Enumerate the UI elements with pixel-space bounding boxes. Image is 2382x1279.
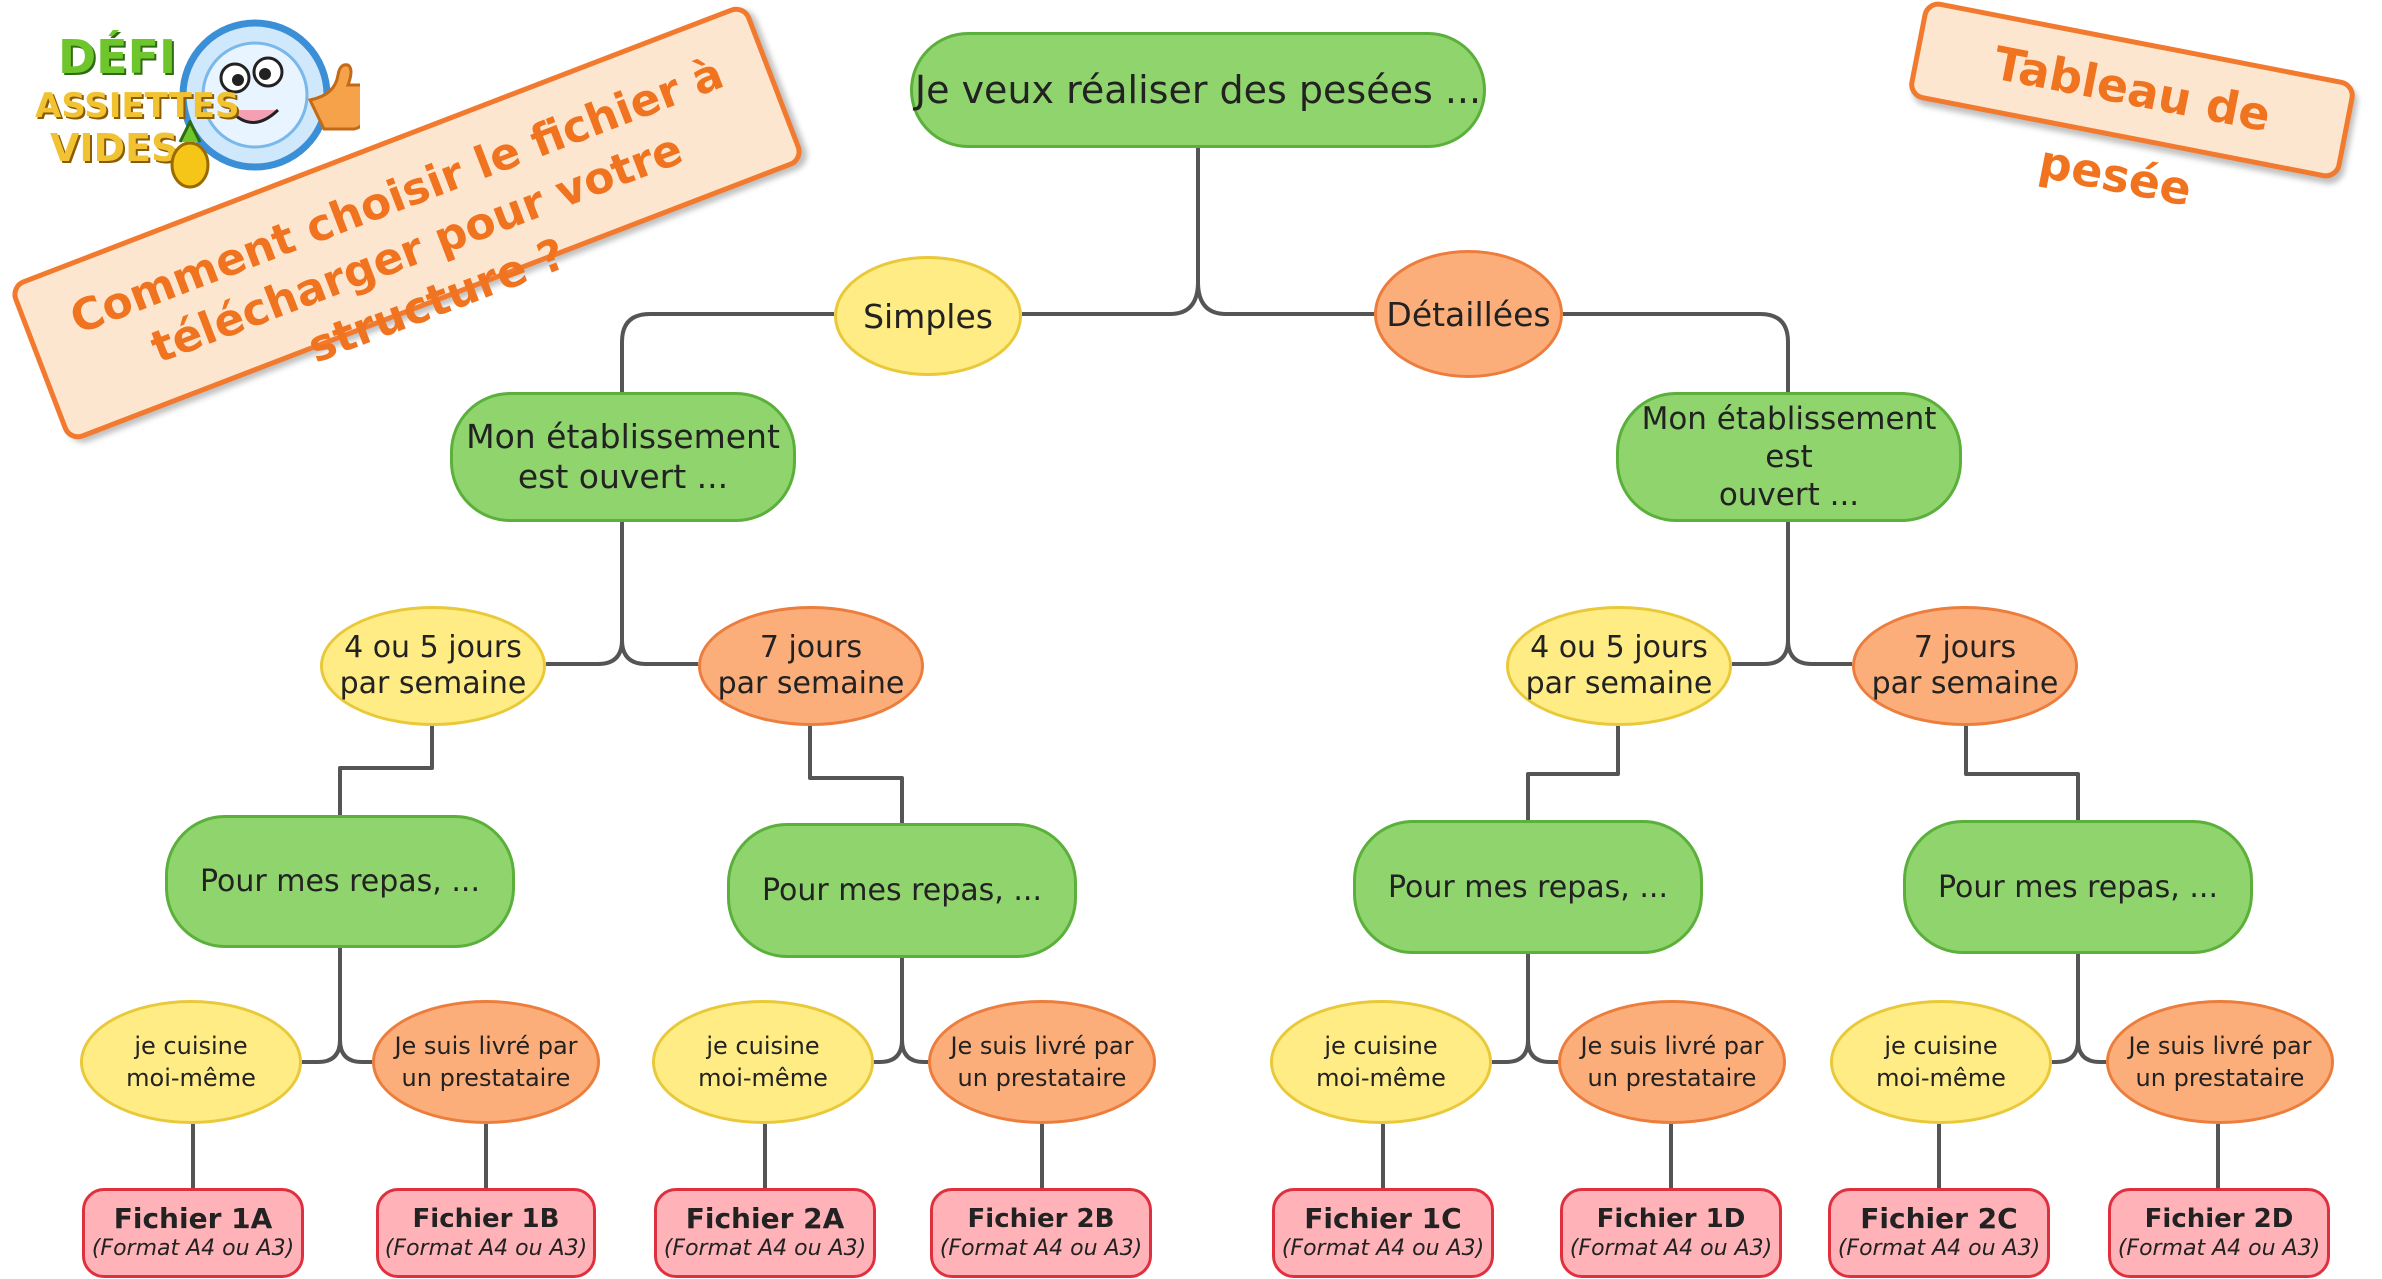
mode-line1: Je suis livré par xyxy=(1580,1032,1764,1060)
file-format: (Format A4 ou A3) xyxy=(384,1236,588,1261)
detaillees-node: Détaillées xyxy=(1374,250,1563,378)
days-line1: 7 jours xyxy=(1913,630,2017,665)
file-format: (Format A4 ou A3) xyxy=(91,1236,295,1261)
establishment-open-node-detailed: Mon établissement est ouvert ... xyxy=(1616,392,1962,522)
mode-line2: moi-même xyxy=(1876,1064,2006,1092)
meals-node: Pour mes repas, ... xyxy=(1353,820,1703,954)
file-1c-download[interactable]: Fichier 1C (Format A4 ou A3) xyxy=(1272,1188,1494,1278)
days-line1: 7 jours xyxy=(759,630,863,665)
mode-line2: un prestataire xyxy=(1587,1064,1757,1092)
file-title: Fichier 2D xyxy=(2144,1204,2294,1234)
meals-node-label: Pour mes repas, ... xyxy=(1388,869,1668,905)
mode-line1: Je suis livré par xyxy=(2128,1032,2312,1060)
detaillees-node-label: Détaillées xyxy=(1386,294,1551,334)
file-title: Fichier 2C xyxy=(1860,1202,2018,1235)
file-title: Fichier 2B xyxy=(967,1204,1115,1234)
file-format: (Format A4 ou A3) xyxy=(663,1236,867,1261)
mode-line1: je cuisine xyxy=(1324,1032,1438,1060)
days-node-4-5-detailed: 4 ou 5 jours par semaine xyxy=(1506,606,1732,726)
file-format: (Format A4 ou A3) xyxy=(2117,1236,2321,1261)
days-line1: 4 ou 5 jours xyxy=(344,630,522,665)
file-2c-download[interactable]: Fichier 2C (Format A4 ou A3) xyxy=(1828,1188,2050,1278)
meals-node-label: Pour mes repas, ... xyxy=(762,873,1042,908)
mode-line2: un prestataire xyxy=(957,1064,1127,1092)
file-format: (Format A4 ou A3) xyxy=(1569,1236,1773,1261)
meals-node: Pour mes repas, ... xyxy=(727,823,1077,958)
mode-node-self-cook: je cuisine moi-même xyxy=(652,1000,874,1124)
file-2d-download[interactable]: Fichier 2D (Format A4 ou A3) xyxy=(2108,1188,2330,1278)
smiling-plate-icon xyxy=(179,19,360,171)
mode-node-self-cook: je cuisine moi-même xyxy=(1270,1000,1492,1124)
file-title: Fichier 1D xyxy=(1596,1204,1746,1234)
meals-node-label: Pour mes repas, ... xyxy=(1938,869,2218,905)
simples-node-label: Simples xyxy=(863,296,993,336)
mode-line1: je cuisine xyxy=(706,1032,820,1060)
establishment-open-line1: Mon établissement est xyxy=(1641,401,1937,475)
mode-node-self-cook: je cuisine moi-même xyxy=(1830,1000,2052,1124)
file-1a-download[interactable]: Fichier 1A (Format A4 ou A3) xyxy=(82,1188,304,1278)
days-line2: par semaine xyxy=(717,666,905,701)
file-format: (Format A4 ou A3) xyxy=(1837,1236,2041,1261)
meals-node: Pour mes repas, ... xyxy=(1903,820,2253,954)
mode-line2: moi-même xyxy=(698,1064,828,1092)
pineapple-icon xyxy=(170,120,210,189)
mode-node-self-cook: je cuisine moi-même xyxy=(80,1000,302,1124)
file-title: Fichier 1B xyxy=(412,1204,560,1234)
mode-line2: un prestataire xyxy=(2135,1064,2305,1092)
mode-line1: Je suis livré par xyxy=(950,1032,1134,1060)
file-2a-download[interactable]: Fichier 2A (Format A4 ou A3) xyxy=(654,1188,876,1278)
days-line2: par semaine xyxy=(1525,666,1713,701)
logo: DÉFI ASSIETTES VIDES xyxy=(30,10,360,190)
days-node-4-5-simple: 4 ou 5 jours par semaine xyxy=(320,606,546,726)
days-line2: par semaine xyxy=(1871,666,2059,701)
meals-node: Pour mes repas, ... xyxy=(165,815,515,948)
establishment-open-node-simple: Mon établissement est ouvert ... xyxy=(450,392,796,522)
days-node-7-detailed: 7 jours par semaine xyxy=(1852,606,2078,726)
file-1b-download[interactable]: Fichier 1B (Format A4 ou A3) xyxy=(376,1188,596,1278)
days-node-7-simple: 7 jours par semaine xyxy=(698,606,924,726)
mode-node-delivered: Je suis livré par un prestataire xyxy=(928,1000,1156,1124)
establishment-open-line2: est ouvert ... xyxy=(517,457,729,496)
file-format: (Format A4 ou A3) xyxy=(939,1236,1143,1261)
meals-node-label: Pour mes repas, ... xyxy=(200,864,480,899)
mode-node-delivered: Je suis livré par un prestataire xyxy=(2106,1000,2334,1124)
mode-line1: je cuisine xyxy=(1884,1032,1998,1060)
days-line2: par semaine xyxy=(339,666,527,701)
root-node: Je veux réaliser des pesées ... xyxy=(910,32,1486,148)
establishment-open-line2: ouvert ... xyxy=(1718,477,1860,513)
file-2b-download[interactable]: Fichier 2B (Format A4 ou A3) xyxy=(930,1188,1152,1278)
establishment-open-line1: Mon établissement xyxy=(466,417,780,456)
file-title: Fichier 1A xyxy=(113,1202,273,1235)
mode-node-delivered: Je suis livré par un prestataire xyxy=(372,1000,600,1124)
simples-node: Simples xyxy=(834,256,1022,376)
mode-node-delivered: Je suis livré par un prestataire xyxy=(1558,1000,1786,1124)
logo-text-vides: VIDES xyxy=(50,126,179,170)
mode-line1: Je suis livré par xyxy=(394,1032,578,1060)
file-title: Fichier 1C xyxy=(1304,1202,1462,1235)
file-title: Fichier 2A xyxy=(685,1202,845,1235)
mode-line2: moi-même xyxy=(1316,1064,1446,1092)
mode-line2: moi-même xyxy=(126,1064,256,1092)
logo-text-assiettes: ASSIETTES xyxy=(35,86,240,126)
mode-line1: je cuisine xyxy=(134,1032,248,1060)
logo-text-defi: DÉFI xyxy=(58,30,177,84)
mode-line2: un prestataire xyxy=(401,1064,571,1092)
file-format: (Format A4 ou A3) xyxy=(1281,1236,1485,1261)
root-node-label: Je veux réaliser des pesées ... xyxy=(914,68,1482,112)
file-1d-download[interactable]: Fichier 1D (Format A4 ou A3) xyxy=(1560,1188,1782,1278)
days-line1: 4 ou 5 jours xyxy=(1530,630,1708,665)
